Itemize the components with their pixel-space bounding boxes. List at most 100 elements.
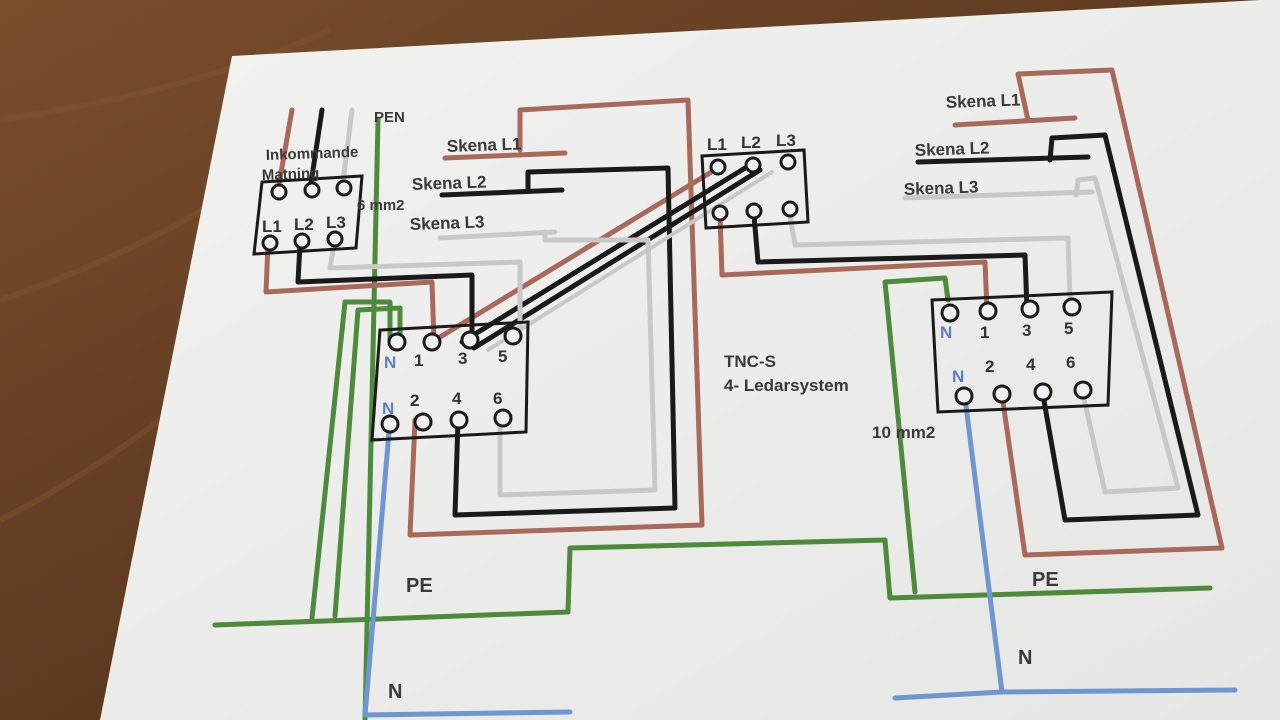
black-left-loop: [452, 165, 678, 518]
incoming-screw-4: [261, 234, 279, 252]
left-switch-top-3: 3: [458, 349, 467, 368]
incoming-screw-6: [326, 230, 344, 248]
left-switch-top-screw-n: [387, 332, 407, 352]
incoming-screw-1: [270, 183, 288, 201]
ten-mm2-label: 10 mm2: [872, 423, 935, 442]
center-screw-4: [711, 204, 729, 222]
right-skena-l3-label: Skena L3: [903, 177, 978, 199]
incoming-screw-5: [293, 232, 311, 250]
right-switch: N 1 3 5 N 2 4 6: [930, 290, 1114, 414]
left-switch-top-screw-3: [460, 330, 480, 350]
black-cross-l2a: [459, 162, 753, 345]
pe-wire-left: [212, 537, 1213, 628]
grey-right-feed: [787, 212, 1073, 303]
right-switch-top-3: 3: [1022, 321, 1031, 340]
left-switch-top-n: N: [384, 353, 396, 372]
right-switch-top-1: 1: [980, 323, 989, 342]
left-switch-bottom-6: 6: [493, 389, 502, 408]
left-switch-top-screw-1: [422, 332, 442, 352]
pe-wire-right: [882, 275, 951, 595]
right-switch-bottom-screw-2: [992, 384, 1012, 404]
incoming-label-l1: L1: [262, 217, 282, 236]
left-skena-l1-label: Skena L1: [446, 134, 521, 156]
center-terminal-block: L1 L2 L3: [700, 131, 810, 230]
left-switch-bottom-4: 4: [452, 389, 462, 408]
left-skena-l2-label: Skena L2: [411, 172, 486, 194]
right-switch-top-screw-1: [978, 301, 998, 321]
tnc-label: TNC-S: [724, 352, 776, 371]
wood-grain: [0, 27, 332, 523]
ledarsystem-label: 4- Ledarsystem: [724, 376, 849, 395]
n-right-label: N: [1018, 647, 1032, 669]
incoming-label-l3: L3: [326, 213, 346, 232]
pe-wire-up-b: [332, 305, 403, 619]
left-switch-top-5: 5: [498, 347, 507, 366]
right-switch-top-screw-n: [940, 303, 960, 323]
incoming-label-l2: L2: [294, 215, 314, 234]
right-switch-top-n: N: [940, 323, 952, 342]
right-switch-bottom-screw-4: [1033, 382, 1053, 402]
left-skena-l3-label: Skena L3: [409, 212, 484, 234]
pe-right-label: PE: [1032, 569, 1059, 591]
brown-right-feed: [717, 212, 990, 313]
brown-right-loop: [999, 67, 1225, 558]
left-switch: N 1 3 5 N 2 4 6: [370, 320, 530, 442]
wires: [212, 67, 1238, 720]
matning-label: Matning: [262, 165, 320, 184]
center-screw-2: [744, 156, 762, 174]
center-label-l1: L1: [707, 135, 727, 154]
pen-wire: [362, 117, 381, 720]
right-switch-bottom-n: N: [952, 367, 964, 386]
pe-wire-up-a: [309, 299, 393, 621]
right-switch-bottom-2: 2: [985, 357, 994, 376]
right-switch-bottom-4: 4: [1026, 355, 1036, 374]
center-screw-5: [745, 202, 763, 220]
right-switch-bottom-screw-6: [1073, 380, 1093, 400]
n-wire-right: [892, 395, 1238, 701]
center-label-l2: L2: [741, 133, 761, 152]
black-incoming-l2: [307, 107, 325, 193]
black-skena-left: [439, 187, 565, 198]
brown-left-loop: [407, 97, 705, 538]
grey-right-loop: [1073, 175, 1181, 495]
brown-skena-left: [442, 150, 568, 161]
left-switch-bottom-2: 2: [410, 391, 419, 410]
n-left-label: N: [388, 681, 402, 703]
center-screw-3: [779, 153, 797, 171]
brown-incoming-l1: [275, 107, 295, 193]
black-left-feed: [295, 241, 475, 345]
left-switch-top-screw-5: [503, 326, 523, 346]
n-wire-left: [362, 417, 573, 718]
left-switch-bottom-screw-n: [380, 414, 400, 434]
inkommande-label: Inkommande: [266, 144, 359, 164]
black-skena-right: [915, 154, 1091, 165]
right-switch-bottom-screw-n: [954, 386, 974, 406]
diagram-labels: PEN Inkommande Matning 6 mm2 Skena L1 Sk…: [262, 90, 1059, 703]
right-skena-l1-label: Skena L1: [945, 90, 1020, 112]
pe-left-label: PE: [406, 575, 433, 597]
grey-left-loop: [497, 229, 658, 498]
incoming-screw-3: [335, 179, 353, 197]
right-switch-bottom-6: 6: [1066, 353, 1075, 372]
incoming-screw-2: [303, 181, 321, 199]
left-switch-top-1: 1: [414, 351, 423, 370]
right-switch-top-screw-5: [1062, 297, 1082, 317]
incoming-terminal-block: L1 L2 L3: [252, 174, 364, 256]
grey-skena-left: [437, 229, 558, 241]
right-switch-top-5: 5: [1064, 319, 1073, 338]
center-screw-6: [781, 200, 799, 218]
left-switch-bottom-screw-4: [449, 410, 469, 430]
left-switch-bottom-screw-6: [493, 408, 513, 428]
left-switch-bottom-screw-2: [413, 412, 433, 432]
right-skena-l2-label: Skena L2: [914, 138, 989, 160]
grey-skena-right: [902, 189, 1095, 201]
black-right-feed: [751, 212, 1030, 313]
six-mm2-label: 6 mm2: [357, 197, 405, 214]
center-label-l3: L3: [776, 131, 796, 150]
center-screw-1: [709, 158, 727, 176]
black-right-loop: [1040, 132, 1201, 523]
right-switch-top-screw-3: [1020, 299, 1040, 319]
pen-label: PEN: [374, 109, 405, 126]
brown-skena-right: [952, 115, 1078, 128]
